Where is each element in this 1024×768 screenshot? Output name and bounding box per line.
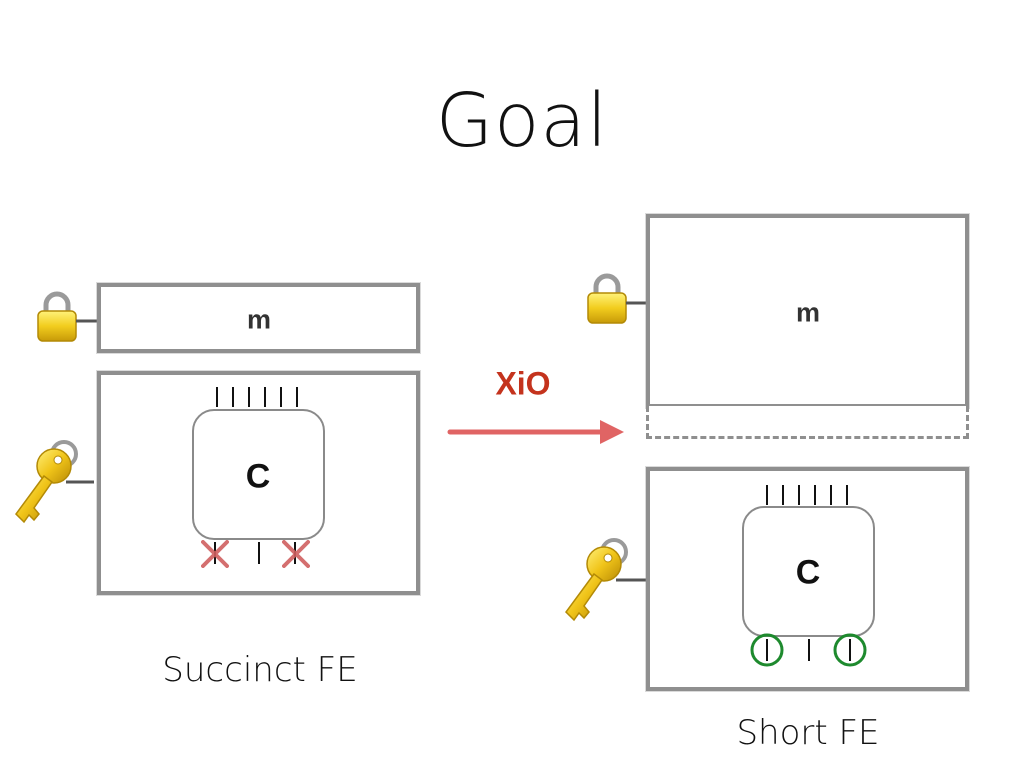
succinct-fe-caption: Succinct FE: [162, 650, 358, 690]
message-label: m: [246, 304, 272, 335]
input-wire: [280, 387, 282, 407]
input-wire: [814, 485, 816, 505]
short-fe-caption: Short FE: [736, 713, 880, 753]
xio-label: XiO: [495, 365, 551, 402]
output-wire: [808, 639, 810, 661]
message-box-extension: [646, 406, 969, 439]
input-wire: [766, 485, 768, 505]
input-wire: [782, 485, 784, 505]
cross-icon: [282, 540, 310, 568]
output-wire: [849, 639, 851, 661]
input-wire: [296, 387, 298, 407]
circuit-label: C: [795, 553, 821, 592]
slide-title: Goal: [435, 78, 609, 164]
message-box: [97, 283, 420, 353]
message-label: m: [795, 297, 821, 328]
circle-icon: [750, 633, 784, 667]
input-wire: [798, 485, 800, 505]
input-wire: [248, 387, 250, 407]
output-wire: [766, 639, 768, 661]
padlock-icon: [37, 291, 100, 342]
circle-icon: [833, 633, 867, 667]
cross-icon: [201, 540, 229, 568]
input-wire: [846, 485, 848, 505]
input-wire: [216, 387, 218, 407]
output-wire: [258, 542, 260, 564]
padlock-icon: [587, 273, 650, 324]
input-wire: [232, 387, 234, 407]
key-icon: [15, 440, 94, 524]
circuit-label: C: [245, 457, 271, 496]
circuit-box: [192, 409, 325, 540]
input-wire: [264, 387, 266, 407]
key-icon: [565, 538, 646, 622]
circuit-box: [742, 506, 875, 637]
input-wire: [830, 485, 832, 505]
